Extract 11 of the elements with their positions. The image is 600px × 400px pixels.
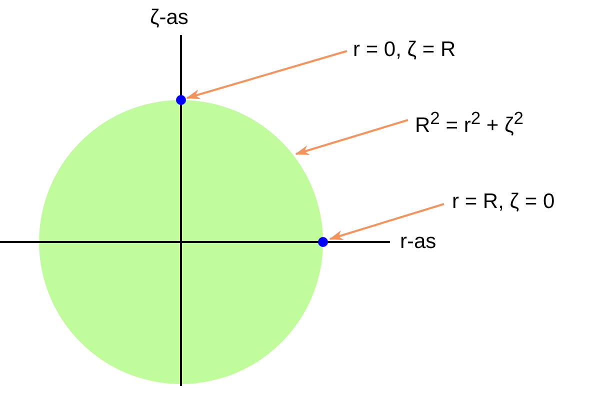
leader-line [186,50,348,100]
axis-label: r-as [400,230,436,254]
callout-text: R$^{2}$ = r$^{2}$ + ζ$^{2}$ [415,106,524,138]
callout-text: r = R, ζ = 0 [452,190,555,214]
leader-line [295,119,408,155]
point-marker [176,95,186,105]
callout-text: r = 0, ζ = R [353,38,456,62]
axis-label: ζ-as [150,6,188,30]
leader-line [329,203,444,240]
circle-area [39,100,323,384]
point-marker [318,237,328,247]
